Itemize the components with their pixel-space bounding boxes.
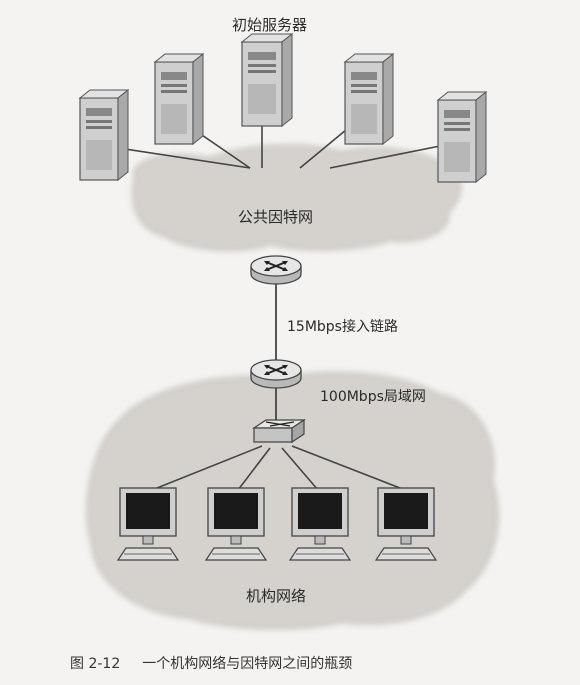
desktop-computer-icon xyxy=(288,487,352,561)
server-tower-icon xyxy=(240,32,294,128)
public-internet-cloud xyxy=(132,144,462,251)
desktop-computer-icon xyxy=(374,487,438,561)
switch-icon xyxy=(252,418,306,444)
server-tower-icon xyxy=(78,88,130,182)
figure-caption-text: 一个机构网络与因特网之间的瓶颈 xyxy=(142,656,353,672)
host-link xyxy=(151,445,263,491)
host-links xyxy=(151,445,406,491)
server-tower-icon xyxy=(343,52,395,146)
server-tower-icon xyxy=(436,90,488,184)
router-icon xyxy=(250,255,302,285)
figure-number: 图 2-12 xyxy=(70,656,121,672)
desktop-computer-icon xyxy=(204,487,268,561)
figure-caption: 图 2-12 一个机构网络与因特网之间的瓶颈 xyxy=(70,653,352,673)
host-link xyxy=(237,447,271,491)
lan-label: 100Mbps局域网 xyxy=(320,389,426,405)
host-link xyxy=(281,447,319,491)
access-link-label: 15Mbps接入链路 xyxy=(287,319,398,335)
server-tower-icon xyxy=(153,52,205,146)
server-link xyxy=(329,144,446,169)
desktop-computer-icon xyxy=(116,487,180,561)
origin-servers-label: 初始服务器 xyxy=(232,16,308,34)
public-internet-label: 公共因特网 xyxy=(238,208,314,226)
server-link xyxy=(117,147,251,169)
institutional-network-label: 机构网络 xyxy=(246,587,307,605)
host-link xyxy=(291,445,406,491)
router-icon xyxy=(250,359,302,389)
